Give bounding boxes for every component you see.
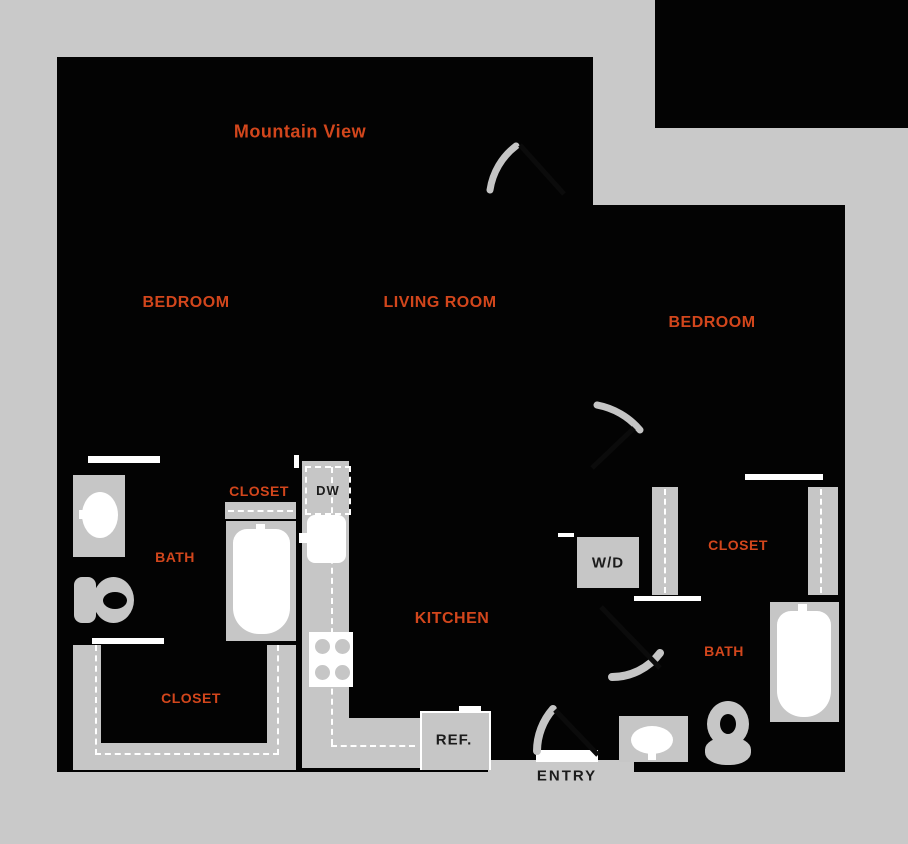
refrigerator-vent (459, 706, 481, 712)
kitchen-sink-faucet (299, 533, 313, 543)
closet-shelf-left-rod (228, 510, 293, 513)
closet-left-door-opening (92, 638, 164, 644)
sink-left-faucet (79, 510, 95, 519)
toilet-left-bowl-hole (103, 592, 127, 609)
bathtub-left-faucet (256, 524, 265, 541)
bath-right-label: BATH (704, 643, 744, 659)
closet-right-rod-west (652, 489, 666, 593)
closet-left-top-label: CLOSET (229, 483, 289, 499)
stove-burner (335, 665, 350, 680)
bedroom-left-door-arc (486, 142, 520, 194)
closet-right-rod-east (808, 489, 822, 593)
kitchen-counter-horizontal (302, 718, 420, 768)
bedroom-right-door-leaf (590, 426, 636, 470)
plan-title: Mountain View (233, 121, 367, 142)
closet-right-label: CLOSET (708, 537, 768, 553)
bedroom-right-door-arc (593, 401, 644, 434)
bath-left-door-opening (88, 456, 160, 463)
closet-right-shelf-east (808, 487, 838, 595)
bath-right-door-arc (608, 649, 664, 681)
dishwasher: DW (305, 466, 351, 515)
refrigerator-label: REF. (435, 731, 473, 749)
kitchen-wall-tick (294, 455, 299, 468)
bathtub-left-basin (233, 529, 290, 634)
entry-label: ENTRY (536, 767, 598, 785)
toilet-right-base (705, 737, 751, 765)
stove (309, 632, 353, 687)
kitchen-counter-edge-dash-h (331, 729, 415, 747)
bedroom-left-door-leaf (518, 143, 566, 196)
living-room-label: LIVING ROOM (383, 294, 497, 311)
entry-recess (488, 760, 634, 792)
bedroom-right-label: BEDROOM (668, 314, 756, 331)
entry-door-opening (536, 750, 598, 762)
kitchen-label: KITCHEN (414, 610, 490, 627)
bedroom-left-label: BEDROOM (142, 294, 230, 311)
closet-left-bottom-label: CLOSET (161, 690, 221, 706)
toilet-left-tank (74, 577, 96, 623)
stove-burner (335, 639, 350, 654)
closet-bottom-rod (95, 645, 279, 755)
dishwasher-label: DW (316, 483, 340, 498)
kitchen-counter-edge-dash-v (305, 467, 333, 745)
entry-door-arc (533, 705, 557, 755)
kitchen-sink (307, 515, 346, 563)
washer-dryer (577, 537, 639, 588)
bathtub-right-faucet (798, 604, 807, 621)
top-right-block (655, 0, 908, 128)
bath-right-door-leaf (599, 605, 662, 670)
stove-burner (315, 639, 330, 654)
sink-right-faucet (648, 746, 656, 760)
washer-wall-tick (558, 533, 574, 537)
closet-bottom-shelf-south (73, 743, 296, 770)
kitchen-counter-vertical (302, 461, 349, 768)
washer-dryer-label: W/D (591, 554, 625, 572)
closet-right-opening (745, 474, 823, 480)
bath-right-door-opening (634, 596, 701, 601)
stove-burner (315, 665, 330, 680)
bathtub-right-basin (777, 611, 831, 717)
entry-door-leaf (553, 708, 600, 757)
refrigerator (420, 711, 491, 770)
bath-left-label: BATH (155, 549, 195, 565)
